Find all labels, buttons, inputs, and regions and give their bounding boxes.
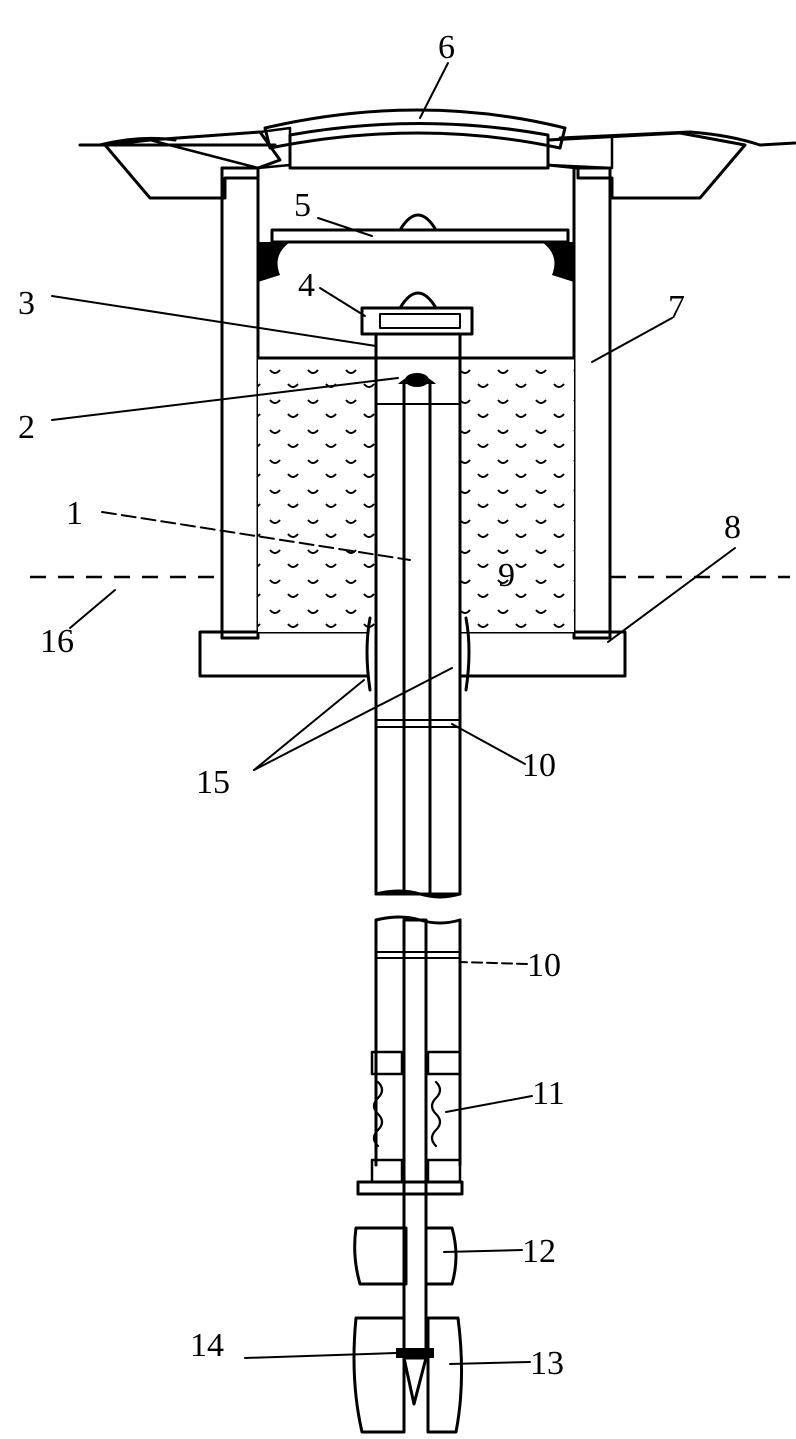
anchor-block <box>352 1316 464 1434</box>
label-4: 4 <box>298 267 315 304</box>
label-16: 16 <box>40 623 74 660</box>
label-1: 1 <box>66 495 83 532</box>
label-13: 13 <box>530 1345 564 1382</box>
label-12: 12 <box>522 1233 556 1270</box>
label-15: 15 <box>196 764 230 801</box>
base-slab <box>198 630 627 678</box>
label-10-upper: 10 <box>522 747 556 784</box>
water-fill <box>256 356 576 632</box>
label-5: 5 <box>294 187 311 224</box>
packer-seal <box>356 1050 464 1196</box>
centralizer <box>353 1226 458 1286</box>
label-10-lower: 10 <box>527 947 561 984</box>
protective-cover <box>263 108 567 170</box>
label-9: 9 <box>498 557 515 594</box>
leader-lines <box>51 62 736 1365</box>
rod-top-ball <box>398 373 436 387</box>
label-7: 7 <box>668 289 685 326</box>
label-3: 3 <box>18 285 35 322</box>
casing-pipe <box>374 332 462 899</box>
seal-rings <box>365 616 471 692</box>
label-6: 6 <box>438 29 455 66</box>
label-14: 14 <box>190 1327 224 1364</box>
casing-pipe-lower <box>374 915 462 1167</box>
measuring-cap <box>360 291 474 336</box>
inner-cover-plate <box>258 213 574 282</box>
well-wall-right <box>572 166 612 640</box>
measuring-rod-lower <box>402 918 428 1352</box>
well-wall-left <box>220 166 260 640</box>
label-8: 8 <box>724 509 741 546</box>
rod-tip <box>396 1348 434 1406</box>
surface-concrete-collar <box>103 126 747 200</box>
label-2: 2 <box>18 409 35 446</box>
label-11: 11 <box>532 1075 565 1112</box>
